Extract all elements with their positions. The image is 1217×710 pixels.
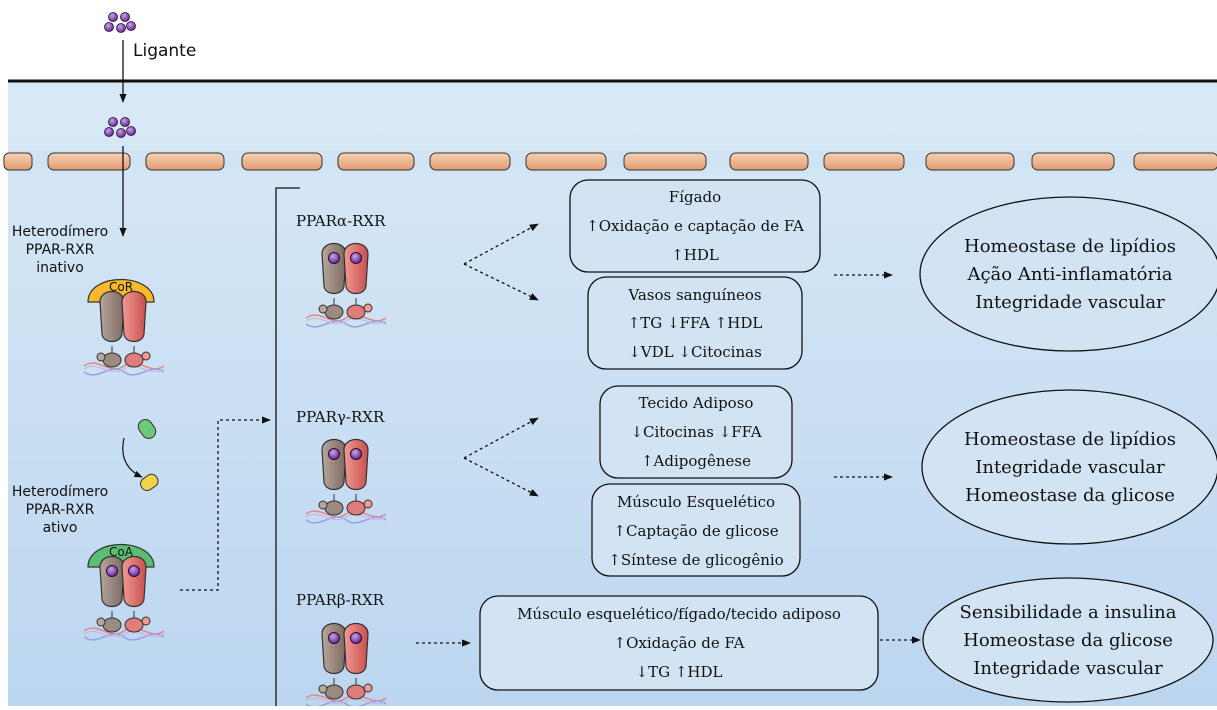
target-vessels-line2: ↓VDL ↓Citocinas [628,343,762,361]
outcome-alpha-1: Homeostase de lipídios [964,236,1176,257]
target-box-liver [569,179,821,273]
target-vessels-title: Vasos sanguíneos [627,286,761,304]
target-vessels-line1: ↑TG ↓FFA ↑HDL [628,314,763,332]
outcome-ellipse-beta [922,577,1214,703]
alpha-arrow-up [463,223,539,265]
target-adipose-line1: ↓Citocinas ↓FFA [630,423,761,441]
outcome-beta-1: Sensibilidade a insulina [960,602,1177,623]
outcome-gamma-1: Homeostase de lipídios [964,429,1176,450]
target-liver-line1: ↑Oxidação e captação de FA [586,217,804,235]
target-box-multi [479,595,879,691]
pathway-bracket [275,187,300,706]
outcome-beta-2: Homeostase da glicose [963,630,1173,651]
target-liver-line2: ↑HDL [671,246,719,264]
corepressor-label: CoR [109,280,133,294]
active-label-line2: PPAR-RXR [26,502,95,518]
pathway-gamma-label: PPARγ-RXR [296,408,385,426]
target-muscle-line2: ↑Síntese de glicogênio [608,551,783,569]
target-adipose-title: Tecido Adiposo [639,394,754,412]
target-box-adipose [599,385,793,479]
nuclear-pores [3,152,1217,171]
coactivator-label: CoA [109,545,134,559]
target-muscle-line1: ↑Captação de glicose [613,522,778,540]
outcome-beta-3: Integridade vascular [973,658,1163,679]
activation-arrow [180,416,271,591]
outcome-ellipse-gamma [921,389,1217,545]
target-multi-title: Músculo esquelético/fígado/tecido adipos… [517,605,841,623]
inactive-label-line1: Heterodímero [12,224,108,240]
inactive-label-line3: inativo [36,260,84,276]
target-muscle-title: Músculo Esquelético [617,493,775,511]
outcome-gamma-3: Homeostase da glicose [965,485,1175,506]
inactive-label-line2: PPAR-RXR [26,242,95,258]
pathway-alpha-label: PPARα-RXR [296,212,386,230]
ligand-icon [104,12,136,33]
gamma-arrow-up [463,417,539,459]
target-adipose-line2: ↑Adipogênese [641,452,751,470]
target-multi-line2: ↓TG ↑HDL [636,663,723,681]
inactive-heterodimer [83,278,165,376]
active-label-line3: ativo [43,520,78,536]
coactivator-exchange-icon [122,419,159,492]
target-box-vessels [587,276,803,370]
outcome-alpha-2: Ação Anti-inflamatória [966,264,1172,285]
active-label-line1: Heterodímero [12,484,108,500]
target-multi-line1: ↑Oxidação de FA [614,634,745,652]
outcome-alpha-3: Integridade vascular [975,292,1165,313]
pathway-beta-label: PPARβ-RXR [296,591,385,609]
active-heterodimer [84,543,164,640]
target-box-muscle [591,483,801,577]
outcome-gamma-2: Integridade vascular [975,457,1165,478]
target-liver-title: Fígado [669,188,721,206]
alpha-arrow-down [463,263,539,301]
ligand-label: Ligante [133,41,196,61]
outcome-ellipse-alpha [919,196,1217,352]
gamma-arrow-down [463,457,539,497]
